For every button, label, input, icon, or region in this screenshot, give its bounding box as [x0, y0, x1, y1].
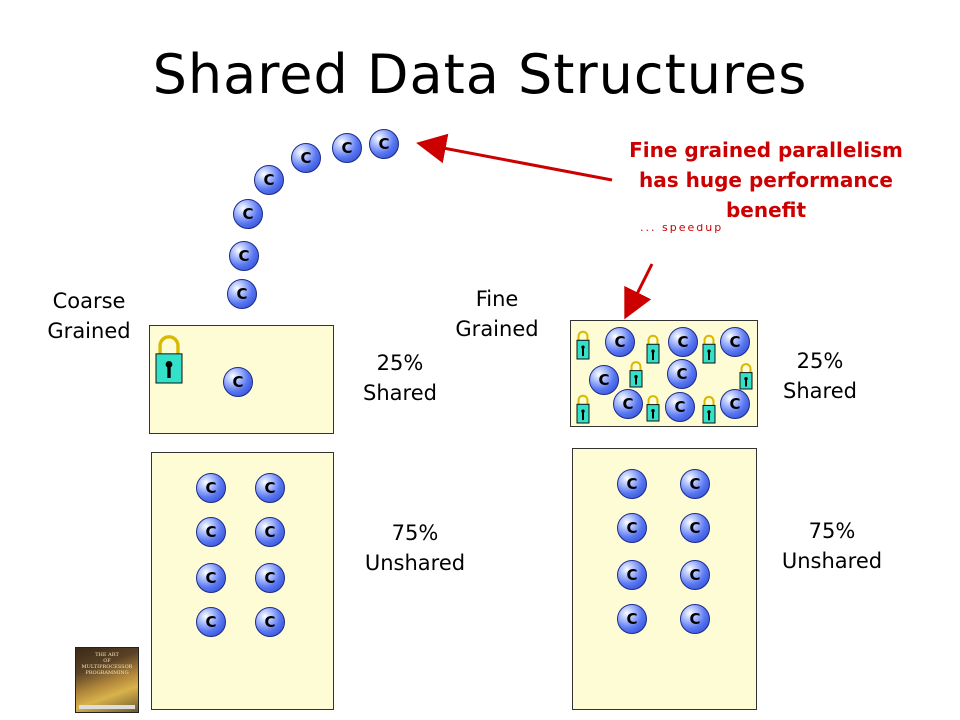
core-icon: C: [668, 327, 698, 357]
arrow-to-fine-box: [624, 263, 654, 320]
lock-icon: [576, 394, 590, 424]
lock-icon: [646, 395, 660, 422]
fine-unshared-box: [572, 448, 757, 710]
core-icon: C: [196, 473, 226, 503]
slide-title: Shared Data Structures: [152, 43, 808, 106]
callout-hidden-text: ... speedup: [640, 224, 724, 234]
core-icon: C: [680, 604, 710, 634]
core-icon: C: [255, 607, 285, 637]
arrow-to-queue: [416, 133, 613, 182]
core-icon: C: [369, 129, 399, 159]
core-icon: C: [617, 513, 647, 543]
lock-icon: [739, 363, 753, 390]
core-icon: C: [196, 607, 226, 637]
coarse-unshared-percent: 75% Unshared: [364, 521, 466, 575]
lock-icon: [646, 334, 660, 364]
core-icon: C: [332, 133, 362, 163]
core-icon: C: [665, 392, 695, 422]
core-icon: C: [589, 365, 619, 395]
core-icon: C: [233, 199, 263, 229]
coarse-shared-percent: 25% Shared: [363, 351, 437, 405]
core-icon: C: [680, 513, 710, 543]
coarse-unshared-box: [151, 452, 334, 710]
fine-shared-percent: 25% Shared: [783, 349, 857, 403]
lock-icon: [702, 334, 716, 364]
coarse-grained-label: Coarse Grained: [47, 289, 131, 343]
core-icon: C: [605, 327, 635, 357]
lock-icon: [629, 361, 643, 388]
core-icon: C: [667, 359, 697, 389]
core-icon: C: [720, 389, 750, 419]
core-icon: C: [227, 279, 257, 309]
core-icon: C: [617, 469, 647, 499]
lock-icon: [155, 335, 183, 384]
core-icon: C: [613, 389, 643, 419]
core-icon: C: [291, 143, 321, 173]
core-icon: C: [255, 473, 285, 503]
fine-grained-label: Fine Grained: [455, 287, 539, 341]
core-icon: C: [223, 367, 253, 397]
core-icon: C: [255, 563, 285, 593]
core-icon: C: [196, 517, 226, 547]
core-icon: C: [617, 604, 647, 634]
core-icon: C: [196, 563, 226, 593]
core-icon: C: [680, 469, 710, 499]
core-icon: C: [680, 560, 710, 590]
callout-text: Fine grained parallelism has huge perfor…: [629, 138, 903, 222]
lock-icon: [702, 395, 716, 424]
core-icon: C: [255, 517, 285, 547]
fine-unshared-percent: 75% Unshared: [781, 519, 883, 573]
core-icon: C: [720, 327, 750, 357]
core-icon: C: [229, 241, 259, 271]
lock-icon: [576, 330, 590, 360]
core-icon: C: [254, 165, 284, 195]
core-icon: C: [617, 560, 647, 590]
